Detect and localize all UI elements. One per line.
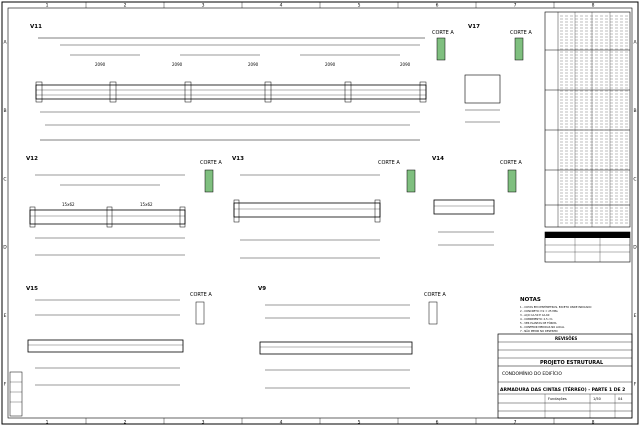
notes-block: NOTAS 1 - COTAS EM CENTÍMETROS, EXCETO O… bbox=[520, 297, 591, 333]
grid-column-label-4-bottom: 4 bbox=[280, 420, 283, 426]
rebar-schedule-table bbox=[544, 11, 631, 228]
beam-v12-title: V12 bbox=[26, 156, 38, 162]
title-block-field-1: Fundações bbox=[548, 397, 567, 401]
grid-row-label-F-left: F bbox=[4, 381, 7, 387]
beam-v14-section-title: CORTE A bbox=[500, 160, 522, 166]
beam-v17-title: V17 bbox=[468, 24, 480, 30]
beam-v12-section-title: CORTE A bbox=[200, 160, 222, 166]
grid-column-label-7-bottom: 7 bbox=[514, 420, 517, 426]
v11-dim-4: 2090 bbox=[325, 62, 336, 67]
note-line-6: 6 - CONFERIR MEDIDAS NO LOCAL bbox=[520, 325, 565, 329]
grid-column-label-2-top: 2 bbox=[124, 3, 127, 9]
beam-v12-drawing: V12 CORTE A 15x62 15x62 bbox=[26, 156, 222, 256]
title-block-sheet-title: ARMADURA DAS CINTAS (TÉRREO) - PARTE 1 D… bbox=[500, 385, 625, 393]
notes-title: NOTAS bbox=[520, 297, 541, 303]
grid-column-label-2-bottom: 2 bbox=[124, 420, 127, 426]
beam-v9-drawing: V9 CORTE A bbox=[258, 286, 446, 389]
beam-v13-drawing: V13 CORTE A bbox=[232, 156, 416, 259]
title-block-field-3: 04 bbox=[618, 397, 623, 401]
grid-row-label-C-left: C bbox=[3, 176, 6, 182]
beam-v9-title: V9 bbox=[258, 286, 266, 292]
grid-row-label-B-left: B bbox=[3, 108, 6, 114]
grid-column-label-7-top: 7 bbox=[514, 3, 517, 9]
grid-row-label-B-right: B bbox=[633, 108, 636, 114]
grid-column-label-1-bottom: 1 bbox=[46, 420, 49, 426]
title-block-client: CONDOMÍNIO DO EDIFÍCIO bbox=[502, 370, 562, 377]
grid-column-label-3-bottom: 3 bbox=[202, 420, 205, 426]
grid-column-label-6-bottom: 6 bbox=[436, 420, 439, 426]
grid-column-label-5-top: 5 bbox=[358, 3, 361, 9]
grid-column-label-8-top: 8 bbox=[592, 3, 595, 9]
beam-v17-section-title: CORTE A bbox=[510, 30, 532, 36]
grid-column-label-6-top: 6 bbox=[436, 3, 439, 9]
note-line-1: 1 - COTAS EM CENTÍMETROS, EXCETO ONDE IN… bbox=[520, 304, 591, 309]
beam-v15-section-title: CORTE A bbox=[190, 292, 212, 298]
title-block-field-2: 1/50 bbox=[593, 397, 601, 401]
grid-row-label-D-right: D bbox=[633, 245, 637, 251]
title-block-project-type: PROJETO ESTRUTURAL bbox=[540, 360, 604, 366]
corte-a-main-title: CORTE A bbox=[432, 30, 454, 36]
grid-row-label-E-right: E bbox=[634, 313, 637, 319]
note-line-2: 2 - CONCRETO: fck = 25 MPa bbox=[520, 309, 558, 313]
title-block-revisions: REVISÕES bbox=[555, 336, 577, 341]
v12-dim-1: 15x62 bbox=[62, 202, 75, 207]
left-legend-table bbox=[9, 371, 23, 417]
beam-v13-title: V13 bbox=[232, 156, 244, 162]
grid-column-label-1-top: 1 bbox=[46, 3, 49, 9]
grid-row-label-F-right: F bbox=[634, 381, 637, 387]
title-block: REVISÕES PROJETO ESTRUTURAL CONDOMÍNIO D… bbox=[497, 333, 633, 419]
corte-a-main: CORTE A bbox=[432, 30, 454, 61]
beam-v11-drawing: V11 2090 2090 2090 2090 2090 bbox=[30, 24, 427, 141]
grid-row-label-C-right: C bbox=[633, 176, 636, 182]
grid-column-label-8-bottom: 8 bbox=[592, 420, 595, 426]
grid-column-label-4-top: 4 bbox=[280, 3, 283, 9]
beam-v17-drawing: V17 CORTE A bbox=[464, 24, 532, 123]
inner-frame bbox=[7, 7, 633, 419]
grid-row-label-D-left: D bbox=[3, 245, 7, 251]
beam-v14-title: V14 bbox=[432, 156, 444, 162]
beam-v13-section-title: CORTE A bbox=[378, 160, 400, 166]
v11-dim-3: 2090 bbox=[248, 62, 259, 67]
v12-dim-2: 15x62 bbox=[140, 202, 153, 207]
beam-v15-title: V15 bbox=[26, 286, 38, 292]
v11-dim-2: 2090 bbox=[172, 62, 183, 67]
note-line-4: 4 - COBRIMENTO: 2,5 cm bbox=[520, 317, 553, 321]
grid-column-label-3-top: 3 bbox=[202, 3, 205, 9]
rebar-summary-table bbox=[544, 231, 631, 263]
v11-dim-5: 2090 bbox=[400, 62, 411, 67]
beam-v11-title: V11 bbox=[30, 24, 42, 30]
note-line-7: 7 - NÃO MEDIR NO DESENHO bbox=[520, 328, 558, 333]
grid-row-label-A-left: A bbox=[3, 40, 7, 46]
beam-v15-drawing: V15 CORTE A bbox=[26, 286, 212, 386]
beam-v14-drawing: V14 CORTE A bbox=[432, 156, 522, 246]
grid-row-label-E-left: E bbox=[4, 313, 7, 319]
grid-column-label-5-bottom: 5 bbox=[358, 420, 361, 426]
grid-row-label-A-right: A bbox=[633, 40, 637, 46]
schedule-row-lines bbox=[560, 15, 628, 224]
v11-dim-1: 2090 bbox=[95, 62, 106, 67]
grid-row-labels: A A B B C C D D E E F F bbox=[3, 40, 637, 388]
note-line-5: 5 - VER PLANTAS DE FÔRMA bbox=[520, 320, 557, 325]
note-line-3: 3 - AÇO CA-50 E CA-60 bbox=[520, 313, 550, 317]
grid-column-labels: 1 1 2 2 3 3 4 4 5 5 6 6 7 7 8 8 bbox=[46, 2, 595, 426]
beam-v9-section-title: CORTE A bbox=[424, 292, 446, 298]
